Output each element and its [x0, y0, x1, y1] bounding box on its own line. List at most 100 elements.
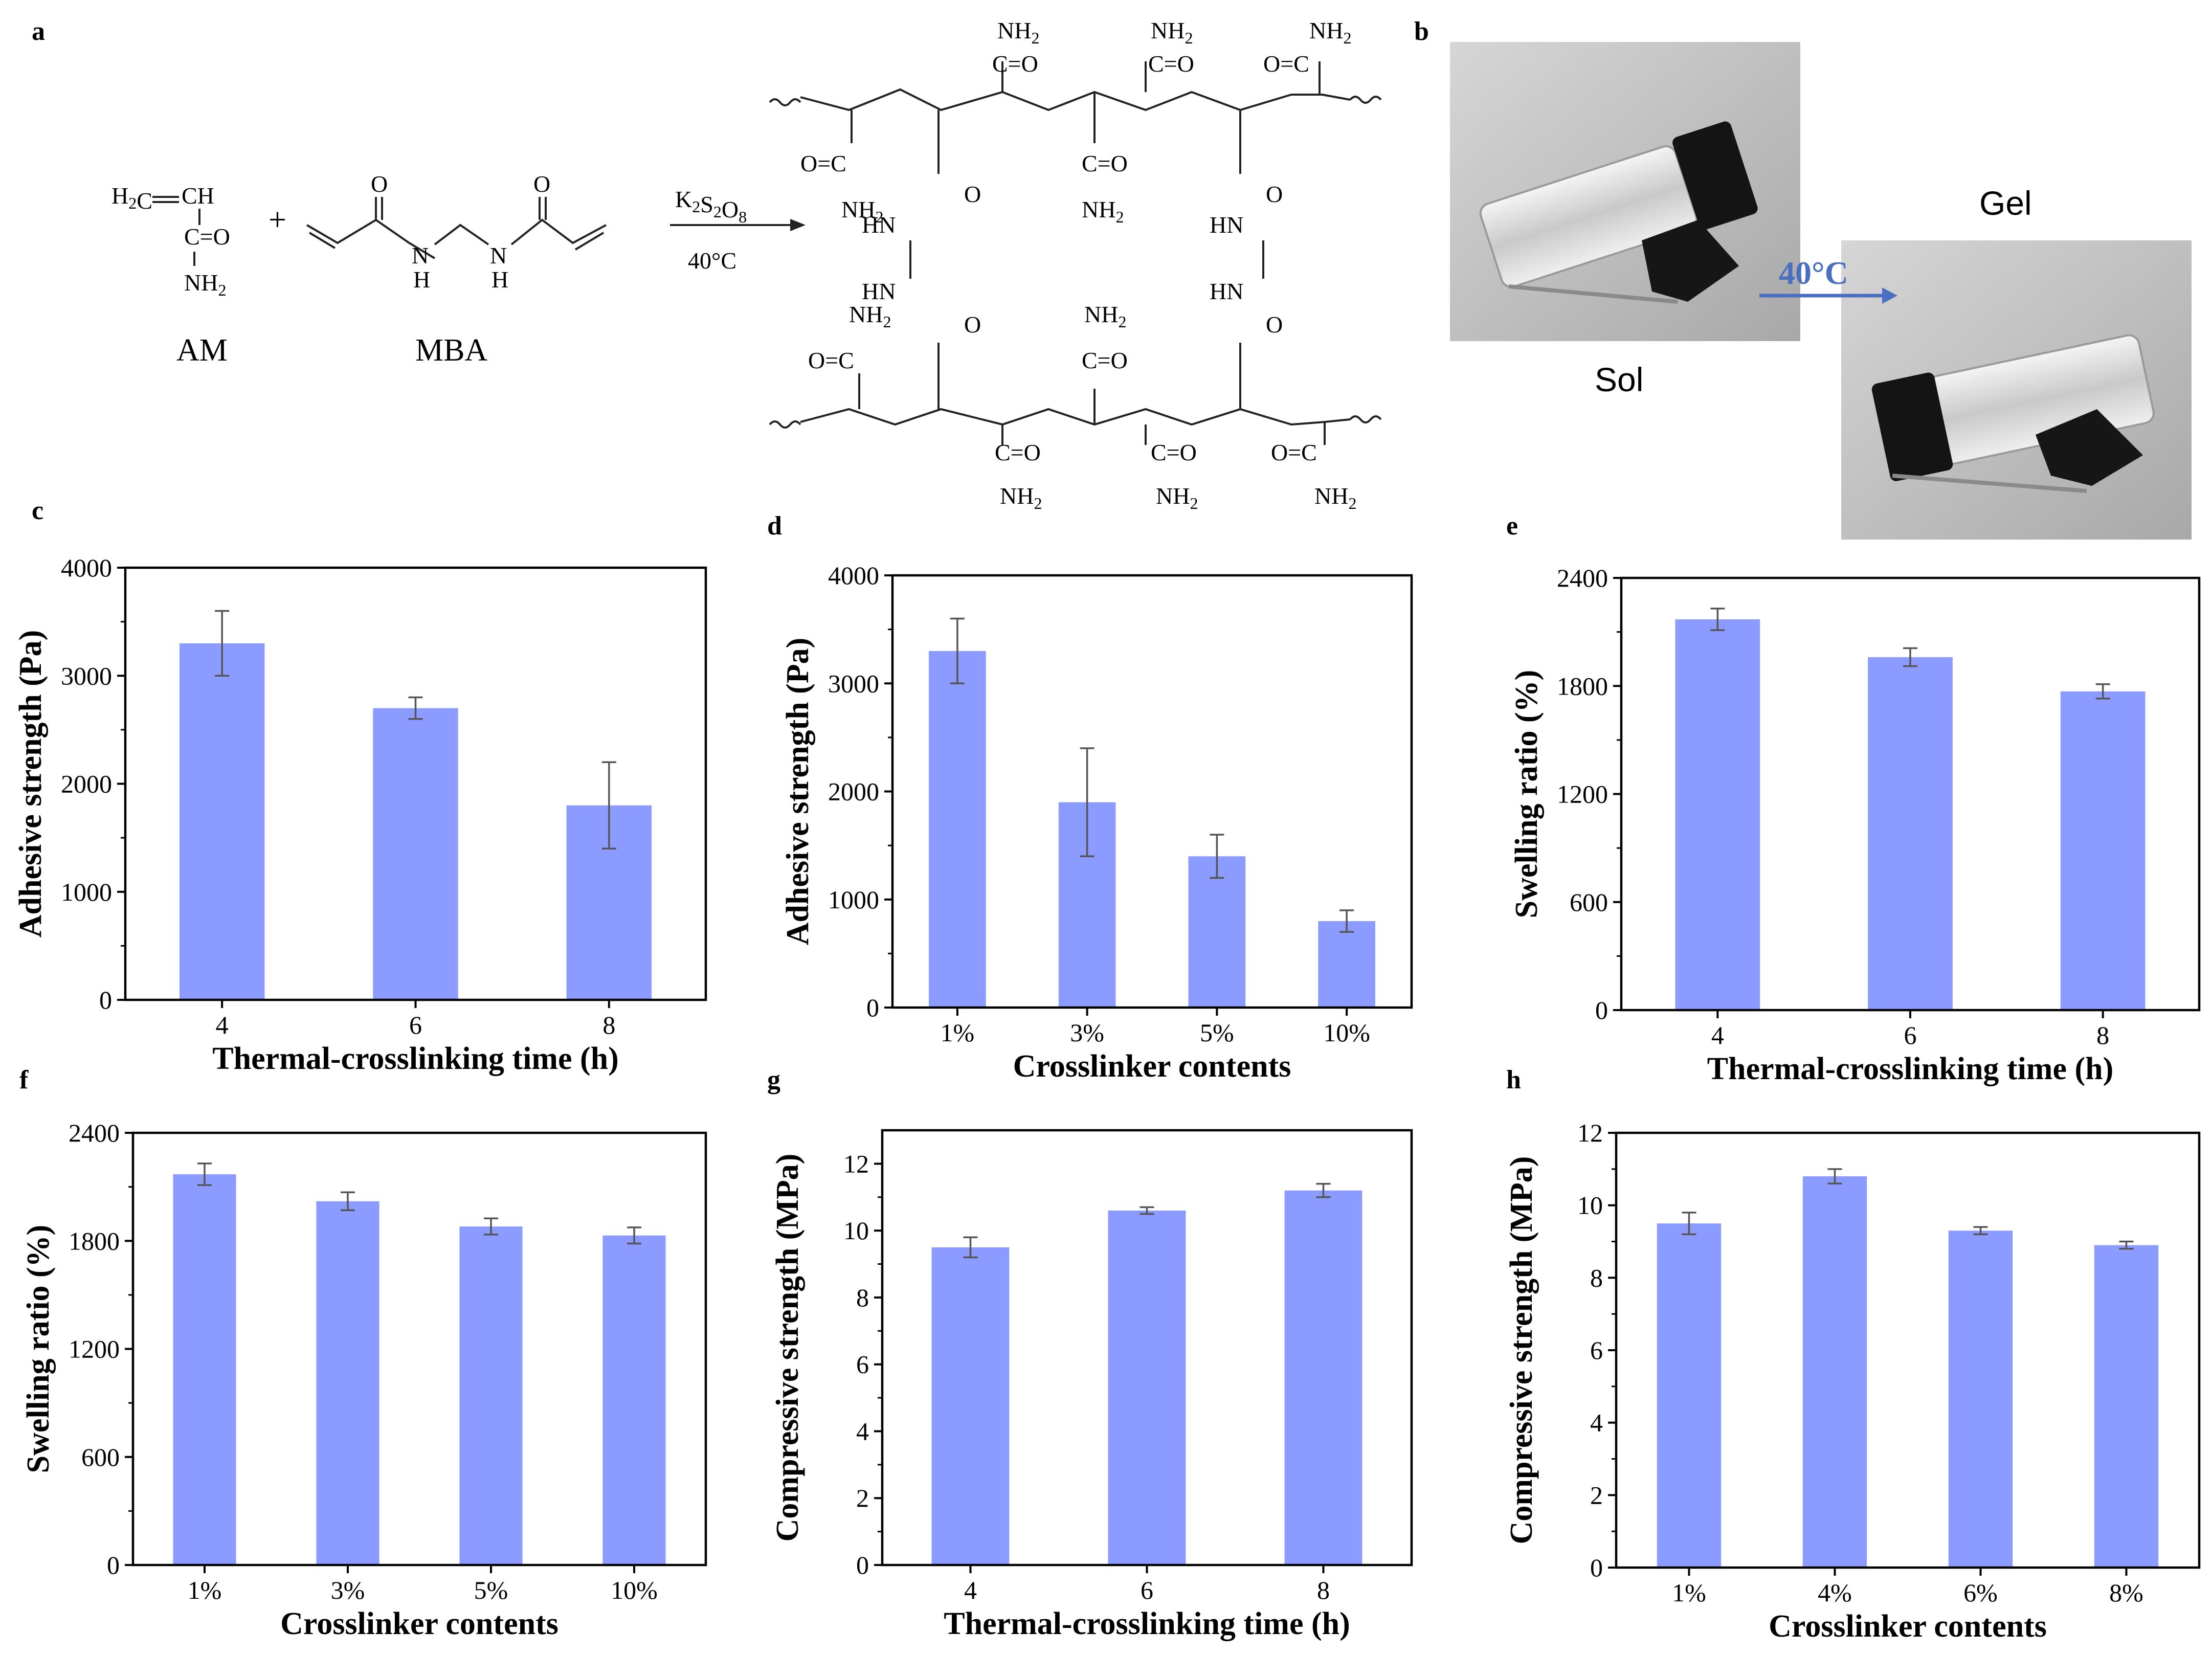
bar-e-1 — [1868, 657, 1953, 1010]
net-co-top-2: C=O — [1148, 51, 1194, 77]
bar-d-3 — [1318, 921, 1375, 1008]
x-tick-label-d-3: 10% — [1323, 1018, 1370, 1047]
y-tick-label-c-2: 2000 — [61, 770, 112, 798]
y-axis-title-c: Adhesive strength (Pa) — [13, 630, 48, 938]
bar-c-1 — [373, 708, 458, 1000]
y-tick-label-d-0: 0 — [866, 993, 879, 1022]
y-tick-label-c-3: 3000 — [61, 661, 112, 690]
panel-letter-a: a — [32, 17, 45, 46]
y-tick-label-g-3: 6 — [856, 1350, 869, 1379]
mba-structure: O N H N H O MBA — [306, 171, 607, 368]
sol-gel-photos: b 40°C Sol Gel — [1414, 17, 2192, 540]
x-axis-title-d: Crosslinker contents — [1013, 1049, 1291, 1084]
y-tick-label-f-2: 1200 — [69, 1335, 120, 1364]
am-label: AM — [176, 333, 228, 368]
sol-to-gel-arrow: 40°C — [1759, 255, 1897, 304]
polymer-network-structure: O=C NH2 O HN HN O C=O NH2 C=O NH2 C=O NH… — [769, 17, 1382, 512]
net-oc-bot: O=C — [1271, 439, 1317, 465]
x-tick-label-g-1: 6 — [1141, 1576, 1153, 1604]
am-nh2: NH2 — [184, 270, 226, 299]
plot-frame-c — [124, 566, 707, 1001]
am-co: C=O — [184, 223, 230, 250]
sol-photo — [1450, 42, 1800, 341]
net-o-3: O — [1266, 181, 1283, 207]
net-o-1: O — [964, 181, 981, 207]
y-tick-label-h-5: 10 — [1577, 1191, 1603, 1220]
net-nh2-bot-1: NH2 — [1000, 483, 1042, 512]
y-tick-label-d-4: 4000 — [828, 561, 879, 590]
bar-d-2 — [1188, 856, 1246, 1008]
net-oc-top: O=C — [1263, 51, 1309, 77]
net-nh2-low-1: NH2 — [849, 301, 891, 331]
x-tick-label-e-2: 8 — [2096, 1021, 2109, 1049]
bar-h-0 — [1657, 1223, 1722, 1568]
gel-label: Gel — [1979, 184, 2032, 222]
net-oc-1: O=C — [800, 150, 846, 176]
bar-d-0 — [929, 651, 986, 1008]
mba-o-right: O — [533, 171, 550, 197]
mba-o-left: O — [371, 171, 388, 197]
y-axis-title-d: Adhesive strength (Pa) — [780, 638, 815, 946]
net-nh2-mid: NH2 — [1082, 196, 1124, 226]
net-hn-4: HN — [1210, 278, 1243, 304]
panel-letter-e: e — [1506, 511, 1518, 541]
y-axis-title-f: Swelling ratio (%) — [21, 1225, 56, 1473]
net-nh2-top-1: NH2 — [997, 17, 1039, 47]
net-hn-2: HN — [862, 278, 896, 304]
y-tick-label-g-5: 10 — [843, 1216, 869, 1245]
x-tick-label-g-0: 4 — [964, 1576, 977, 1604]
y-tick-label-g-4: 8 — [856, 1283, 869, 1312]
mba-n-left: N — [412, 242, 429, 269]
net-o-4: O — [1266, 311, 1283, 338]
mba-n-right: N — [490, 242, 507, 269]
y-tick-label-h-1: 2 — [1590, 1481, 1603, 1509]
x-tick-label-c-1: 6 — [409, 1011, 422, 1039]
panel-letter-f: f — [19, 1065, 29, 1094]
net-co-low: C=O — [1082, 347, 1128, 373]
net-nh2-top-2: NH2 — [1151, 17, 1193, 47]
bar-c-0 — [179, 643, 265, 1000]
sol-label: Sol — [1595, 361, 1643, 398]
y-axis-title-g: Compressive strength (MPa) — [770, 1154, 805, 1542]
net-o-2: O — [964, 311, 981, 338]
net-hn-3: HN — [1210, 212, 1243, 238]
y-tick-label-f-0: 0 — [107, 1551, 120, 1579]
y-tick-label-g-2: 4 — [856, 1417, 869, 1445]
am-ch: CH — [182, 183, 214, 209]
plot-frame-g — [881, 1129, 1413, 1567]
bar-f-0 — [173, 1174, 236, 1565]
x-tick-label-d-2: 5% — [1200, 1018, 1234, 1047]
reaction-arrow: K2S2O8 40°C — [670, 186, 806, 274]
y-tick-label-h-3: 6 — [1590, 1336, 1603, 1365]
mba-h-left: H — [413, 266, 430, 293]
bar-e-0 — [1675, 619, 1760, 1010]
reaction-scheme: a H2C CH C=O NH2 AM + O N H N H O MBA K2… — [32, 17, 1382, 512]
x-tick-label-e-1: 6 — [1904, 1021, 1917, 1049]
y-tick-label-h-2: 4 — [1590, 1409, 1603, 1437]
x-tick-label-h-1: 4% — [1818, 1578, 1852, 1607]
net-co-bot-2: C=O — [1151, 439, 1197, 465]
panel-letter-g: g — [767, 1065, 780, 1094]
y-tick-label-f-1: 600 — [81, 1443, 120, 1471]
y-tick-label-f-4: 2400 — [69, 1119, 120, 1147]
x-axis-title-h: Crosslinker contents — [1769, 1609, 2047, 1644]
net-co-top-1: C=O — [992, 51, 1038, 77]
y-tick-label-e-0: 0 — [1595, 996, 1608, 1024]
y-tick-label-e-4: 2400 — [1557, 564, 1608, 592]
net-oc-low-1: O=C — [808, 347, 854, 373]
x-tick-label-g-2: 8 — [1317, 1576, 1330, 1604]
y-tick-label-c-0: 0 — [99, 986, 112, 1014]
x-axis-title-c: Thermal-crosslinking time (h) — [212, 1041, 619, 1076]
net-nh2-bot-2: NH2 — [1156, 483, 1198, 512]
x-tick-label-f-0: 1% — [188, 1576, 222, 1604]
net-co-bot-1: C=O — [995, 439, 1041, 465]
bar-g-2 — [1284, 1190, 1362, 1565]
y-tick-label-g-6: 12 — [843, 1149, 869, 1178]
mba-label: MBA — [415, 333, 487, 368]
